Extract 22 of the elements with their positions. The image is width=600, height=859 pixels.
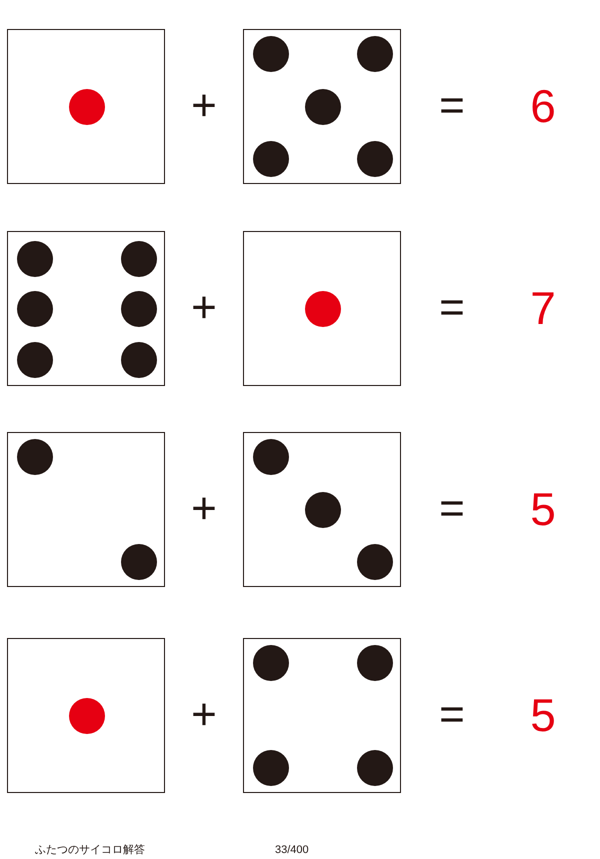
operator-sign: + [191,286,217,330]
die-face [7,231,165,386]
answer-number: 7 [530,285,556,331]
die-face [243,432,401,587]
die-face [243,29,401,184]
die-face [243,231,401,386]
footer-title: ふたつのサイコロ解答 [35,843,145,858]
die-face [7,29,165,184]
operator-sign: + [191,84,217,128]
die-face [243,638,401,793]
die-face [7,432,165,587]
operator-sign: = [439,84,465,128]
operator-sign: + [191,487,217,531]
answer-number: 5 [530,486,556,532]
operator-sign: + [191,693,217,737]
die-face [7,638,165,793]
answer-number: 6 [530,83,556,129]
page-number: 33/400 [275,843,309,858]
operator-sign: = [439,286,465,330]
operator-sign: = [439,487,465,531]
answer-number: 5 [530,692,556,738]
operator-sign: = [439,693,465,737]
